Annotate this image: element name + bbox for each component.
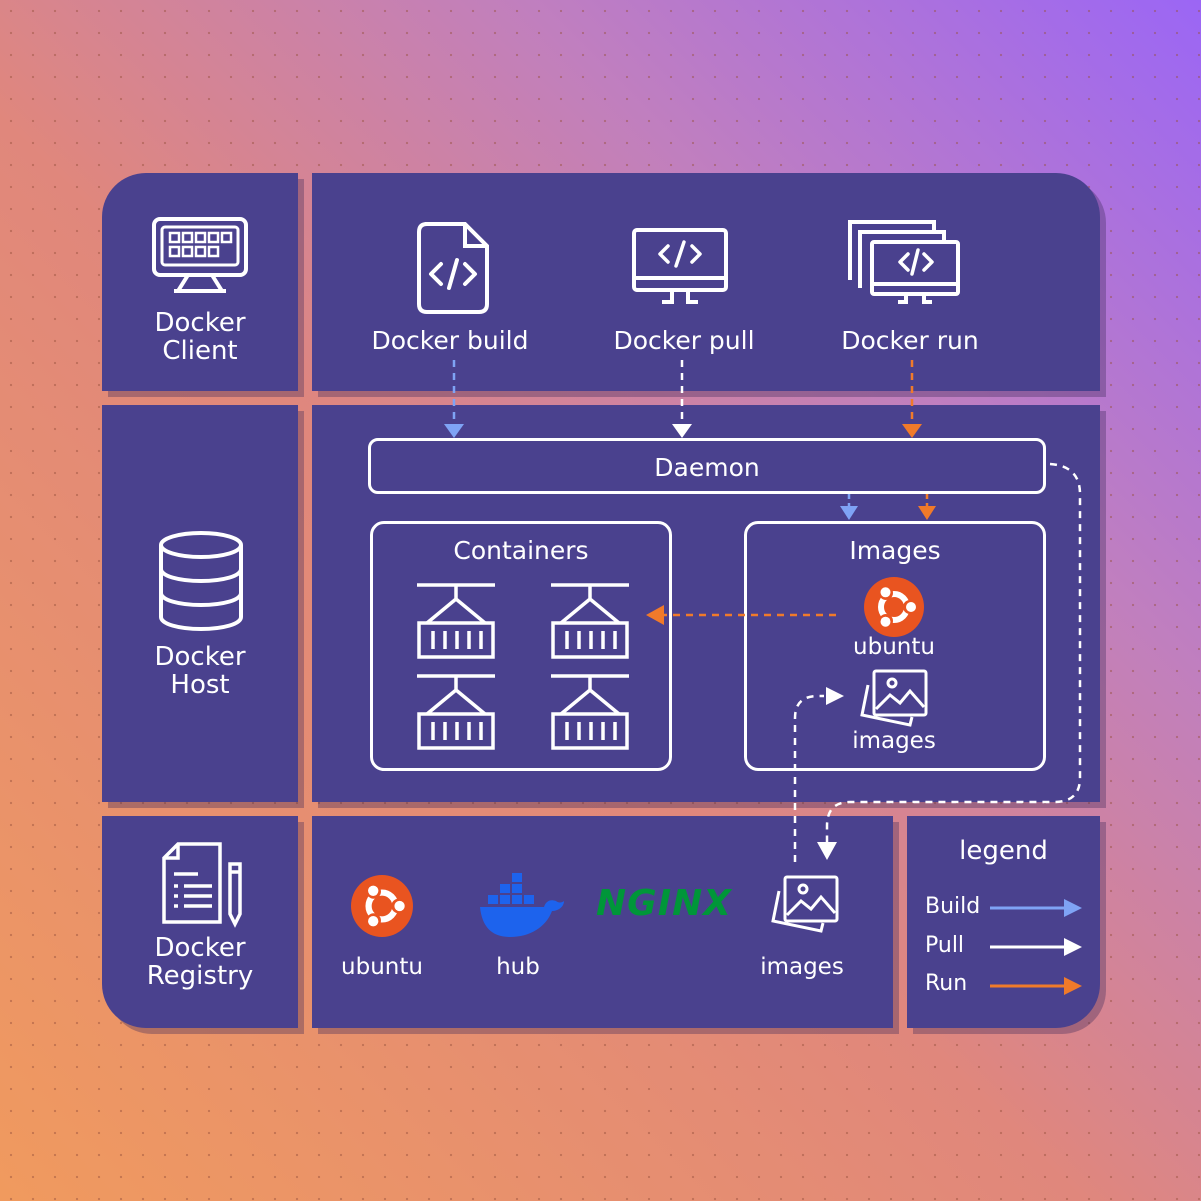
docker-registry-label: Docker Registry [146, 933, 254, 991]
code-monitor-icon [632, 228, 728, 304]
document-pen-icon [162, 842, 242, 928]
keyboard-monitor-icon [152, 217, 248, 293]
container-icon [551, 674, 629, 750]
images-icon [860, 669, 928, 727]
registry-hub-label: hub [496, 954, 540, 980]
stacked-monitors-icon [848, 220, 960, 304]
container-icon [417, 583, 495, 659]
docker-client-section: Docker Client [102, 173, 298, 391]
legend-title: legend [959, 836, 1048, 866]
legend-arrows [990, 899, 1082, 995]
docker-registry-section: Docker Registry [102, 816, 298, 1028]
docker-host-label: Docker Host [154, 642, 246, 700]
database-icon [159, 531, 243, 632]
host-ubuntu-label: ubuntu [853, 634, 935, 660]
docker-host-section: Docker Host [102, 405, 298, 802]
containers-title: Containers [453, 536, 589, 565]
ubuntu-icon [351, 875, 413, 937]
images-title: Images [849, 536, 941, 565]
docker-run-label: Docker run [841, 326, 979, 355]
images-icon [771, 875, 839, 933]
client-commands-panel [312, 173, 1100, 391]
daemon-box[interactable]: Daemon [368, 438, 1046, 494]
docker-pull-label: Docker pull [613, 326, 755, 355]
host-images-label: images [852, 728, 936, 754]
container-icon [551, 583, 629, 659]
containers-box[interactable]: Containers [370, 521, 672, 771]
daemon-label: Daemon [654, 453, 760, 482]
docker-build-label: Docker build [371, 326, 529, 355]
legend-run-label: Run [925, 971, 968, 996]
legend-pull-label: Pull [925, 933, 965, 958]
container-icon [417, 674, 495, 750]
nginx-logo: NGINX [596, 883, 732, 924]
docker-client-label: Docker Client [154, 308, 246, 366]
legend-build-label: Build [925, 894, 981, 919]
ubuntu-icon [864, 577, 924, 637]
client-row-label-panel [102, 173, 298, 391]
registry-ubuntu-label: ubuntu [341, 954, 423, 980]
code-file-icon [417, 222, 489, 314]
registry-images-label: images [760, 954, 844, 980]
docker-whale-icon [480, 873, 564, 937]
